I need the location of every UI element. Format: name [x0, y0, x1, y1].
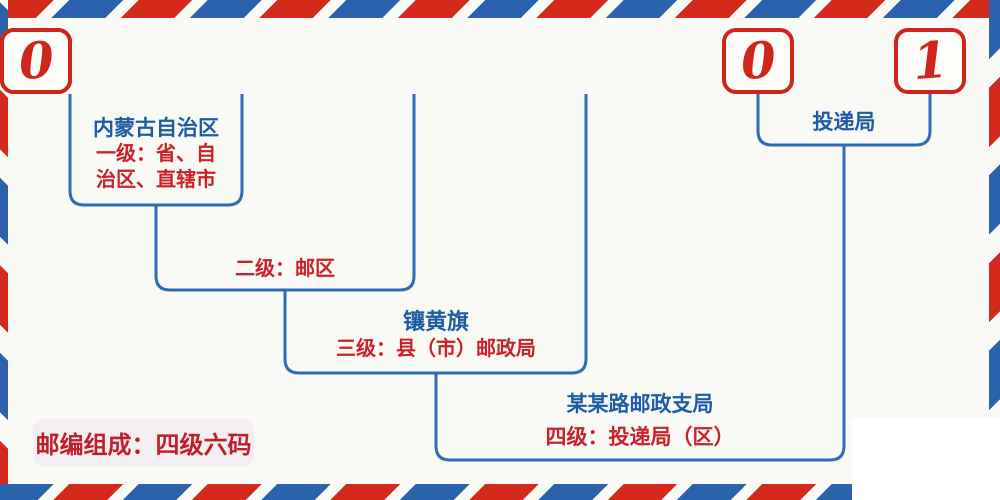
airmail-stripe-left — [0, 0, 8, 500]
level3-desc-label: 三级：县（市）邮政局 — [336, 336, 536, 360]
composition-note-text: 邮编组成：四级六码 — [35, 431, 252, 459]
digit-box-6: 0 — [0, 28, 72, 94]
airmail-stripe-top — [0, 0, 1000, 18]
level1-desc-label: 一级：省、自 治区、直辖市 — [96, 141, 216, 191]
composition-note-badge: 邮编组成：四级六码 — [33, 418, 254, 467]
digit-box-1: 0 — [722, 28, 794, 94]
level3-place-label: 镶黄旗 — [402, 310, 470, 335]
digit-value-1: 0 — [738, 29, 778, 92]
delivery-office-label: 投递局 — [812, 110, 876, 134]
bracket-level4-line — [434, 145, 846, 462]
airmail-stripe-bottom — [0, 484, 1000, 500]
bracket-delivery-line — [756, 94, 932, 147]
digit-value-2: 1 — [910, 29, 950, 92]
level4-desc-label: 四级：投递局（区） — [545, 425, 735, 449]
level1-place-label: 内蒙古自治区 — [93, 116, 219, 140]
level4-place-label: 某某路邮政支局 — [566, 392, 714, 416]
digit-value-6: 0 — [16, 29, 56, 92]
level2-desc-label: 二级：邮区 — [235, 256, 335, 280]
bottom-right-cover — [852, 418, 1000, 500]
digit-box-2: 1 — [894, 28, 966, 94]
airmail-stripe-right — [989, 0, 1000, 500]
